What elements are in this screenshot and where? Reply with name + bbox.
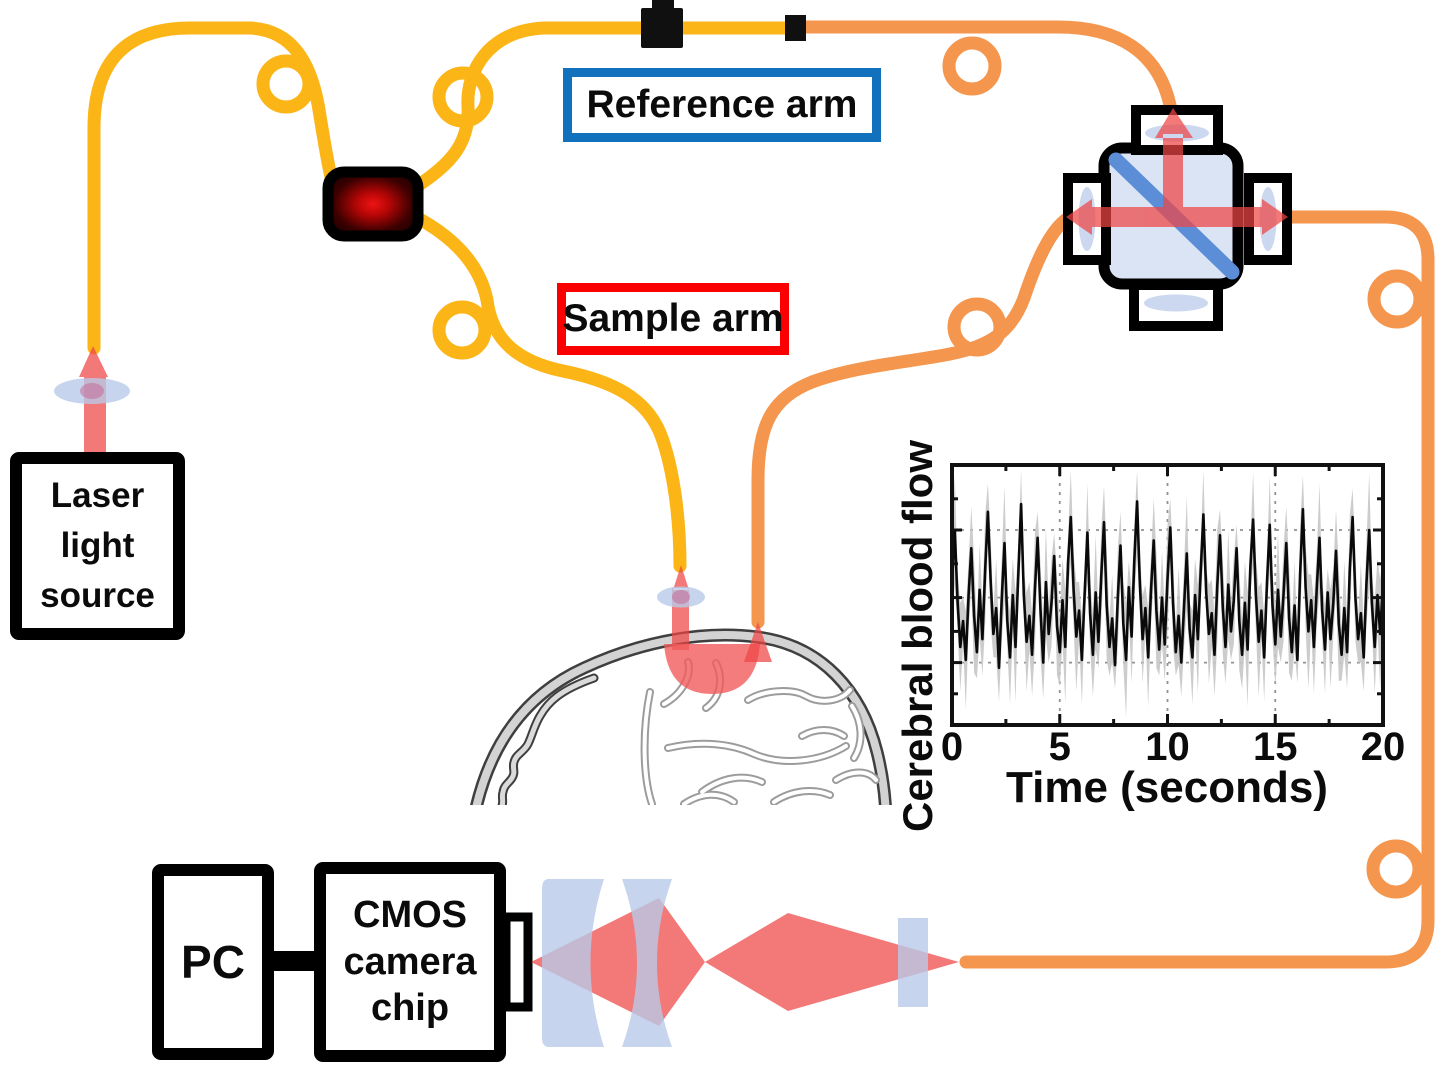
x-tick-label: 5 xyxy=(1049,725,1071,769)
pc-cmos-cable xyxy=(266,951,322,971)
splitter-beam-vertical xyxy=(1155,108,1193,224)
illumination-beam-icon xyxy=(672,565,689,650)
coupler-to-reference-fiber xyxy=(407,21,793,195)
laser-to-coupler-fiber xyxy=(87,21,341,355)
fiber-loop-icon xyxy=(947,297,1007,357)
laser-box xyxy=(10,452,185,640)
sensor-mount xyxy=(501,912,533,1012)
camera-beam-path xyxy=(531,879,959,1047)
fiber-mating-sleeve-icon xyxy=(785,15,806,41)
fiber-loop-icon xyxy=(1367,269,1427,329)
reference-arm-label-frame xyxy=(563,68,881,142)
collimator-lens-icon xyxy=(54,378,130,404)
splitter-to-camera-fiber xyxy=(959,210,1435,969)
beam-cone-icon xyxy=(531,898,705,1026)
lens-center-glow xyxy=(80,383,104,399)
beamsplitter-cube-icon xyxy=(1063,105,1292,331)
splitter-beam-horizontal xyxy=(1066,199,1288,235)
neutral-filter-icon xyxy=(898,918,928,1007)
camera-lens-doublet-icon xyxy=(622,879,672,1047)
port-lens-icon xyxy=(1144,294,1208,312)
fiber-loop-icon xyxy=(432,66,494,128)
fiber-connectors xyxy=(641,0,806,48)
fiber-loop-icon xyxy=(256,54,316,114)
laser-beam-icon xyxy=(54,346,130,452)
x-tick-label: 0 xyxy=(941,725,963,769)
beam-cone-icon xyxy=(705,913,959,1011)
x-tick-label: 15 xyxy=(1253,725,1298,769)
orange-fibers xyxy=(751,20,1435,969)
fiber-connector-icon xyxy=(641,8,683,48)
sample-beam xyxy=(657,565,772,694)
fiber-loop-icon xyxy=(432,300,492,360)
collection-beam-icon xyxy=(744,622,772,662)
collimator-lens-icon xyxy=(657,586,705,608)
chart-frame xyxy=(950,463,1385,727)
chart-signal-line xyxy=(950,500,1385,670)
fiber-loop-icon xyxy=(942,36,1002,96)
scattered-light-blob xyxy=(664,644,760,694)
reference-to-splitter-fiber xyxy=(799,20,1179,125)
lens-center-glow xyxy=(672,590,690,604)
fiber-coupler-icon xyxy=(322,166,424,242)
x-tick-label: 10 xyxy=(1145,725,1190,769)
brain-to-splitter-fiber xyxy=(751,211,1075,629)
cmos-box xyxy=(314,862,506,1062)
camera-lens-doublet-icon xyxy=(542,879,604,1047)
yellow-fibers xyxy=(87,21,793,573)
cerebral-blood-flow-chart: 0 5 10 15 20 xyxy=(941,463,1406,769)
fiber-loop-icon xyxy=(1366,839,1426,899)
coupler-to-sample-fiber xyxy=(407,209,687,573)
x-tick-label: 20 xyxy=(1361,725,1406,769)
fiber-connector-icon xyxy=(652,0,674,12)
sample-arm-label-frame xyxy=(557,283,789,355)
pc-box xyxy=(152,864,274,1060)
